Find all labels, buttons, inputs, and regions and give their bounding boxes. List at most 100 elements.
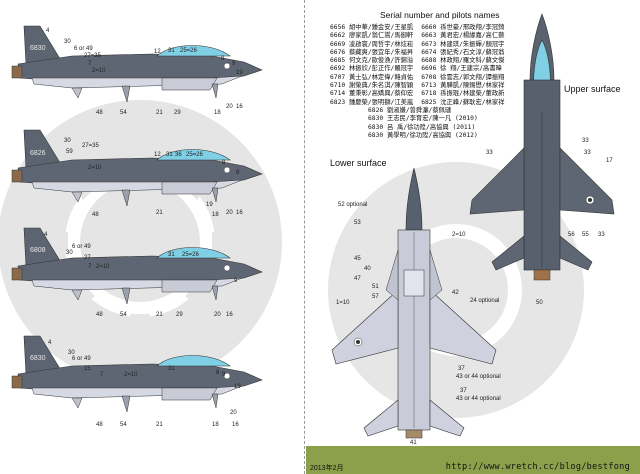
callout: 31 bbox=[166, 152, 173, 158]
callout: 45 bbox=[354, 256, 361, 262]
callout: 7 bbox=[88, 61, 92, 67]
callout: 30 bbox=[66, 250, 73, 256]
callout: 4 bbox=[48, 340, 52, 346]
callout: 37 bbox=[458, 366, 465, 372]
callout: 25=26 bbox=[182, 252, 199, 258]
callout: 19 bbox=[234, 384, 241, 390]
callout: 48 bbox=[96, 422, 103, 428]
side-profiles-panel: 6830 6826 6808 6830 4 30 6 or 49 27=35 7… bbox=[0, 0, 303, 474]
callout: 42 bbox=[452, 290, 459, 296]
callout: 54 bbox=[120, 422, 127, 428]
callout: 30 bbox=[64, 39, 71, 45]
callout: 12 bbox=[154, 49, 161, 55]
callout: 9 bbox=[234, 278, 238, 284]
callout: 54 bbox=[120, 110, 127, 116]
callout: 43 or 44 optional bbox=[456, 396, 501, 402]
profile-3-serial: 6808 bbox=[30, 247, 46, 254]
callout: 59 bbox=[66, 149, 73, 155]
upper-surface-label: Upper surface bbox=[564, 84, 621, 94]
callout: 12 bbox=[154, 152, 161, 158]
callout: 20 bbox=[230, 410, 237, 416]
callout: 15 bbox=[84, 366, 91, 372]
callout: 50 bbox=[536, 300, 543, 306]
callout: 54 bbox=[120, 312, 127, 318]
profile-4-serial: 6830 bbox=[30, 355, 46, 362]
callout: 8 bbox=[222, 160, 226, 166]
callout: 6 or 49 bbox=[72, 356, 91, 362]
profile-1-serial: 6830 bbox=[30, 45, 46, 52]
callout: 56 bbox=[568, 232, 575, 238]
callout: 47 bbox=[354, 276, 361, 282]
lower-surface-label: Lower surface bbox=[330, 158, 387, 168]
callout: 2=10 bbox=[124, 372, 138, 378]
serial-row: 6826 劉淑嫌/曾舜濂/蔡佩璉 bbox=[368, 106, 452, 114]
callout: 6 or 49 bbox=[72, 244, 91, 250]
callout: 20 bbox=[226, 104, 233, 110]
callout: 19 bbox=[236, 70, 243, 76]
fold-line bbox=[304, 0, 305, 474]
callout: 24 optional bbox=[470, 298, 500, 304]
upper-surface-aircraft bbox=[469, 13, 615, 281]
callout: 17 bbox=[606, 158, 613, 164]
callout: 30 bbox=[64, 138, 71, 144]
serial-row: 6830 黃學明/徐功陞/高協興 (2012) bbox=[368, 131, 478, 139]
serial-row: 6830 呂 禹/徐功陞/高協興 (2011) bbox=[368, 123, 476, 131]
callout: 36 bbox=[175, 152, 182, 158]
callout: 2=10 bbox=[452, 232, 466, 238]
callout: 16 bbox=[226, 312, 233, 318]
callout: 25=26 bbox=[186, 152, 203, 158]
callout: 29 bbox=[174, 110, 181, 116]
callout: 30 bbox=[68, 350, 75, 356]
callout: 37 bbox=[460, 388, 467, 394]
callout: 20 bbox=[214, 312, 221, 318]
callout: 9 bbox=[236, 170, 240, 176]
callout: 48 bbox=[96, 312, 103, 318]
callout: 2=10 bbox=[96, 264, 110, 270]
callout: 31 bbox=[168, 366, 175, 372]
callout: 48 bbox=[92, 212, 99, 218]
callout: 4 bbox=[44, 232, 48, 238]
callout: 31 bbox=[168, 252, 175, 258]
callout: 20 bbox=[226, 210, 233, 216]
callout: 21 bbox=[156, 210, 163, 216]
callout: 21 bbox=[156, 312, 163, 318]
callout: 2=10 bbox=[88, 165, 102, 171]
callout: 57 bbox=[372, 294, 379, 300]
callout: 6 or 49 bbox=[74, 46, 93, 52]
callout: 43 or 44 optional bbox=[456, 374, 501, 380]
callout: 51 bbox=[372, 284, 379, 290]
callout: 18 bbox=[214, 110, 221, 116]
callout: 41 bbox=[410, 440, 417, 446]
callout: 53 bbox=[354, 220, 361, 226]
callout: 33 bbox=[582, 138, 589, 144]
serial-row: 6830 王志民/李育宏/陳一凡 (2010) bbox=[368, 115, 478, 123]
callout: 4 bbox=[46, 28, 50, 34]
footer-date: 2013年2月 bbox=[310, 465, 344, 472]
callout: 1=10 bbox=[336, 300, 350, 306]
callout: 18 bbox=[212, 422, 219, 428]
callout: 16 bbox=[232, 422, 239, 428]
callout: 9 bbox=[222, 372, 226, 378]
callout: 27=35 bbox=[82, 143, 99, 149]
callout: 55 bbox=[582, 232, 589, 238]
side-profiles-artwork bbox=[0, 25, 282, 413]
callout: 25=26 bbox=[180, 48, 197, 54]
callout: 33 bbox=[598, 232, 605, 238]
callout: 16 bbox=[236, 210, 243, 216]
footer-url[interactable]: http://www.wretch.cc/blog/bestfong bbox=[445, 462, 630, 472]
callout: 2=10 bbox=[92, 68, 106, 74]
callout: 31 bbox=[168, 48, 175, 54]
callout: 7 bbox=[100, 372, 104, 378]
profile-2-serial: 6826 bbox=[30, 150, 46, 157]
plan-view-artwork bbox=[328, 13, 615, 439]
